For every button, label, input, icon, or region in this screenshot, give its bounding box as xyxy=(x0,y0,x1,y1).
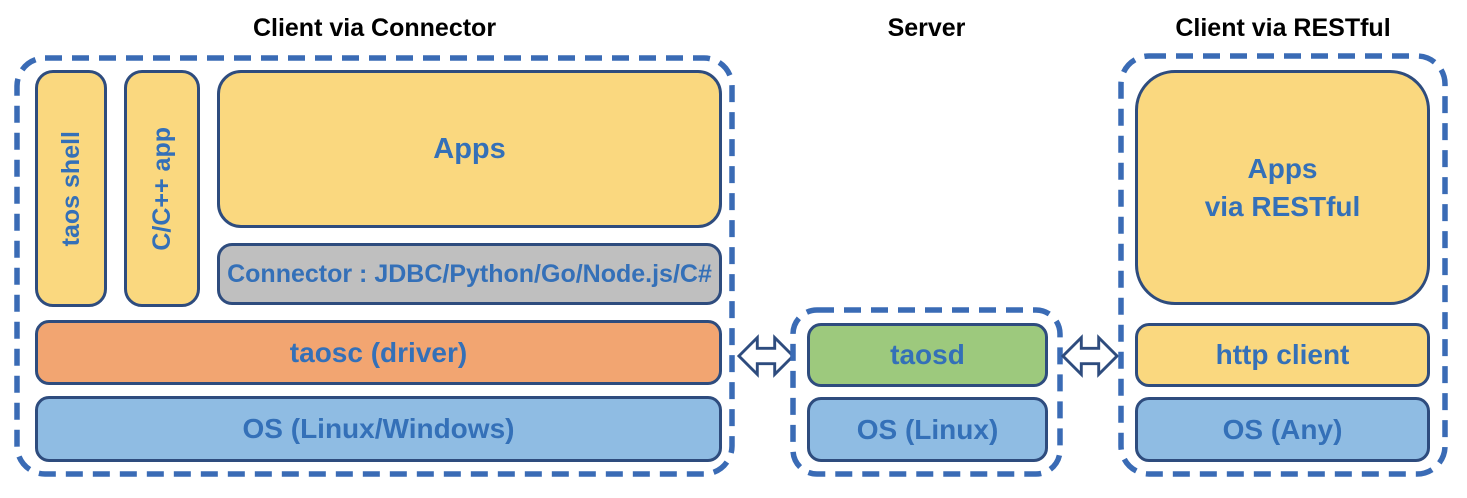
taosd-box: taosd xyxy=(807,323,1048,387)
connector-box: Connector : JDBC/Python/Go/Node.js/C# xyxy=(217,243,722,305)
client-via-restful-title: Client via RESTful xyxy=(1175,14,1391,42)
server-title: Server xyxy=(887,14,966,42)
apps-via-restful-box: Apps via RESTful xyxy=(1135,70,1430,305)
os-linux-label: OS (Linux) xyxy=(856,413,999,445)
os-any-box: OS (Any) xyxy=(1135,397,1430,462)
taos-shell-label: taos shell xyxy=(56,130,85,247)
connector-label: Connector : JDBC/Python/Go/Node.js/C# xyxy=(227,259,712,288)
taos-shell-box: taos shell xyxy=(35,70,107,307)
taosc-driver-label: taosc (driver) xyxy=(289,336,468,368)
dashed-border xyxy=(14,55,735,477)
dashed-border xyxy=(1118,53,1448,477)
apps-box: Apps xyxy=(217,70,722,228)
http-client-label: http client xyxy=(1215,339,1350,370)
apps-via-restful-label-line2: via RESTful xyxy=(1204,190,1361,222)
apps-label: Apps xyxy=(433,132,506,165)
cpp-app-box: C/C++ app xyxy=(124,70,200,307)
os-linux-windows-label: OS (Linux/Windows) xyxy=(242,413,515,444)
client-via-restful-group xyxy=(1118,53,1448,477)
http-client-box: http client xyxy=(1135,323,1430,387)
os-linux-windows-box: OS (Linux/Windows) xyxy=(35,396,722,462)
server-group xyxy=(790,307,1063,477)
taosd-label: taosd xyxy=(890,339,965,370)
client-via-connector-group xyxy=(14,55,735,477)
dashed-border xyxy=(790,307,1063,477)
os-linux-box: OS (Linux) xyxy=(807,397,1048,462)
client-via-connector-title: Client via Connector xyxy=(252,14,497,42)
bidirectional-arrow-icon xyxy=(737,334,795,378)
os-any-label: OS (Any) xyxy=(1222,413,1343,445)
taosc-driver-box: taosc (driver) xyxy=(35,320,722,385)
bidirectional-arrow-icon xyxy=(1061,334,1119,378)
cpp-app-label: C/C++ app xyxy=(147,126,176,251)
apps-via-restful-label-line1: Apps xyxy=(1247,152,1318,184)
